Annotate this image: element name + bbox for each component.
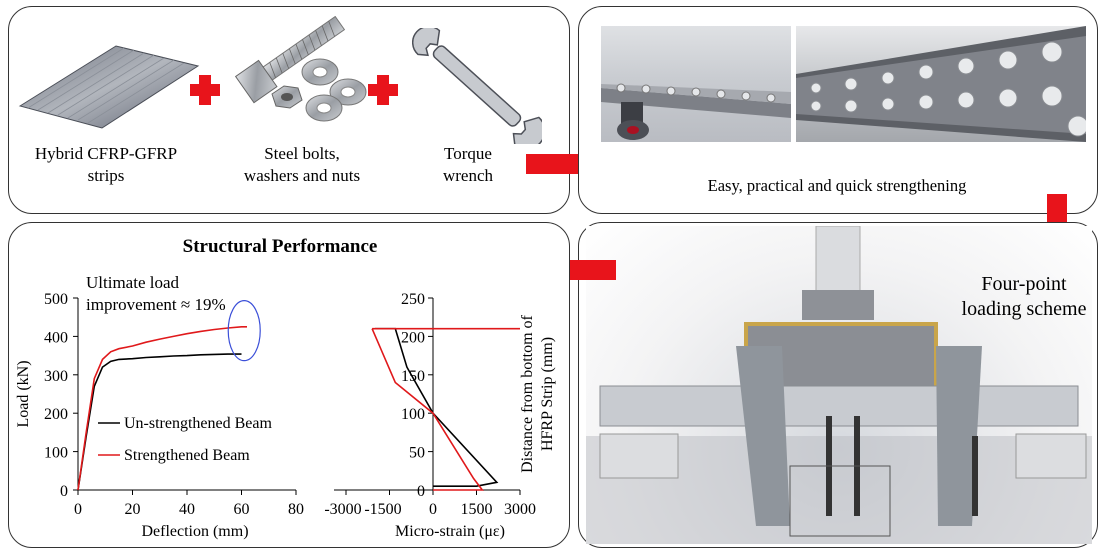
y-axis-label: Load (kN): [15, 360, 32, 427]
x-tick-label: -3000: [324, 501, 361, 518]
x-tick-label: -1500: [364, 501, 401, 518]
bolts-label-line1: Steel bolts,: [264, 144, 340, 163]
x-tick-label: 0: [74, 501, 82, 518]
loading-label-line1: Four-point: [981, 273, 1067, 295]
performance-title: Structural Performance: [182, 236, 378, 257]
y-axis-label: HFRP Strip (mm): [539, 337, 556, 451]
series-line: [77, 353, 242, 491]
ultimate-load-annotation: Ultimate load improvement ≈ 19%: [86, 272, 286, 316]
peak-highlight-circle: [227, 300, 261, 362]
y-tick-label: 500: [44, 291, 68, 308]
x-tick-label: 0: [429, 501, 437, 518]
y-tick-label: 100: [401, 406, 425, 423]
legend-label: Strengthened Beam: [124, 447, 250, 464]
strips-label-line1: Hybrid CFRP-GFRP: [34, 144, 178, 163]
x-tick-label: 1500: [461, 501, 493, 518]
strips-label-line2: strips: [87, 166, 125, 185]
bolted-strip-photo-right: [796, 26, 1086, 142]
annotation-line2: improvement ≈ 19%: [86, 295, 226, 314]
wrench-label: Torque wrench: [418, 143, 518, 187]
y-tick-label: 300: [44, 368, 68, 385]
x-axis-label: Micro-strain (με): [395, 523, 505, 540]
plus-icon: [190, 75, 220, 105]
strain-profile-line: [375, 327, 499, 487]
plus-icon: [368, 75, 398, 105]
bolts-label: Steel bolts, washers and nuts: [222, 143, 382, 187]
y-tick-label: 0: [417, 483, 425, 500]
test-setup-photo: [586, 226, 1092, 544]
hfrp-strip-image: [18, 45, 200, 129]
loading-label-line2: loading scheme: [961, 298, 1087, 320]
wrench-icon: [412, 28, 542, 144]
strengthening-caption: Easy, practical and quick strengthening: [707, 176, 967, 195]
y-tick-label: 50: [409, 445, 425, 462]
legend-label: Un-strengthened Beam: [124, 415, 273, 432]
x-tick-label: 80: [288, 501, 304, 518]
y-tick-label: 100: [44, 445, 68, 462]
x-tick-label: 20: [125, 501, 141, 518]
y-tick-label: 200: [401, 329, 425, 346]
bolted-strip-photo-left: [601, 26, 791, 142]
y-axis-label: Distance from bottom of: [519, 314, 536, 472]
series-line: [77, 326, 247, 491]
x-axis-label: Deflection (mm): [141, 523, 248, 540]
x-tick-label: 3000: [504, 501, 536, 518]
y-tick-label: 250: [401, 291, 425, 308]
y-tick-label: 200: [44, 406, 68, 423]
wrench-label-line1: Torque: [444, 144, 492, 163]
y-tick-label: 400: [44, 329, 68, 346]
performance-panel: [8, 222, 570, 548]
y-tick-label: 0: [60, 483, 68, 500]
strain-profile-line: [371, 328, 484, 491]
x-tick-label: 60: [234, 501, 250, 518]
wrench-label-line2: wrench: [442, 166, 494, 185]
annotation-line1: Ultimate load: [86, 273, 180, 292]
bolts-label-line2: washers and nuts: [243, 166, 361, 185]
loading-scheme-label: Four-point loading scheme: [952, 272, 1096, 322]
x-tick-label: 40: [179, 501, 195, 518]
bolts-washers-nuts-image: [234, 16, 367, 122]
strips-label: Hybrid CFRP-GFRP strips: [14, 143, 198, 187]
